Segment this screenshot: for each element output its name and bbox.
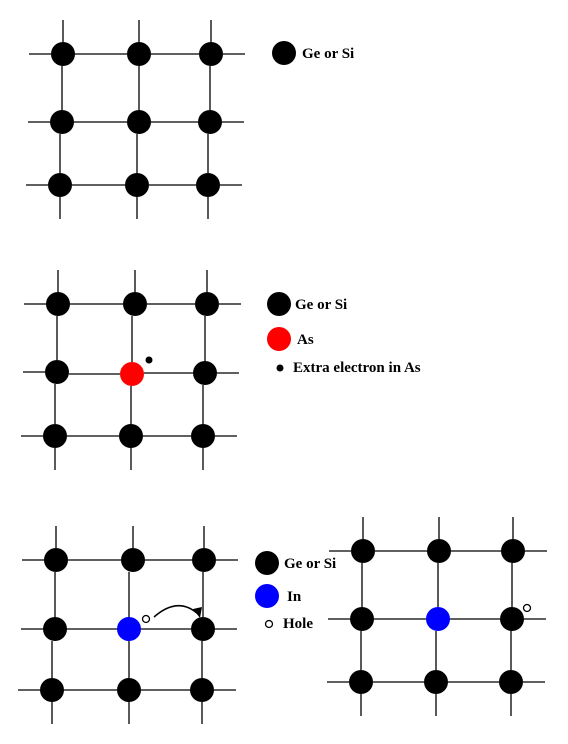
legend-hole [264,619,274,629]
acceptor-atom-in [117,617,141,641]
n-type-lattice [21,270,241,470]
hole-transfer-arrow [153,605,199,618]
legend-label: Ge or Si [295,297,347,313]
legend-label: Ge or Si [302,46,354,62]
host-atom [350,607,374,631]
legend-host-atom [272,41,296,65]
donor-atom-as [120,362,144,386]
host-atom [196,173,220,197]
arrow-head [193,607,202,618]
legend-extra-electron [276,364,284,372]
legend-n-type: Ge or Si As Extra electron in As [267,292,421,376]
host-atom [424,670,448,694]
host-atom [499,670,523,694]
legend-label: In [287,589,302,605]
host-atom [195,292,219,316]
acceptor-atom-in [426,607,450,631]
host-atom [500,607,524,631]
p-type-lattice [18,526,238,724]
host-atom [190,678,214,702]
host-atom [349,670,373,694]
extra-electron-dot [145,356,153,364]
host-atom [119,424,143,448]
hole-marker-moved [522,603,532,613]
legend-p-type: Ge or Si In Hole [255,551,336,632]
host-atom [127,42,151,66]
host-atom [43,424,67,448]
host-atom [127,110,151,134]
hole-marker [141,614,151,624]
host-atom [43,617,67,641]
host-atom [51,42,75,66]
host-atom [351,539,375,563]
host-atom [117,678,141,702]
host-atom [501,539,525,563]
legend-donor-atom [267,327,291,351]
legend-label: As [297,332,314,348]
legend-intrinsic: Ge or Si [272,41,354,65]
intrinsic-lattice [26,20,245,219]
legend-label: Hole [283,616,313,632]
legend-host-atom [267,292,291,316]
host-atom [125,173,149,197]
host-atom [123,292,147,316]
host-atom [192,548,216,572]
host-atom [198,110,222,134]
host-atom [45,360,69,384]
host-atom [191,424,215,448]
legend-label: Extra electron in As [293,360,421,376]
host-atom [48,173,72,197]
host-atom [193,361,217,385]
host-atom [46,292,70,316]
host-atom [199,42,223,66]
legend-acceptor-atom [255,584,279,608]
host-atom [121,548,145,572]
host-atom [191,617,215,641]
legend-label: Ge or Si [284,556,336,572]
host-atom [40,678,64,702]
legend-host-atom [255,551,279,575]
p-type-lattice-after-hole-move [327,517,547,716]
host-atom [44,548,68,572]
host-atom [50,110,74,134]
host-atom [427,539,451,563]
